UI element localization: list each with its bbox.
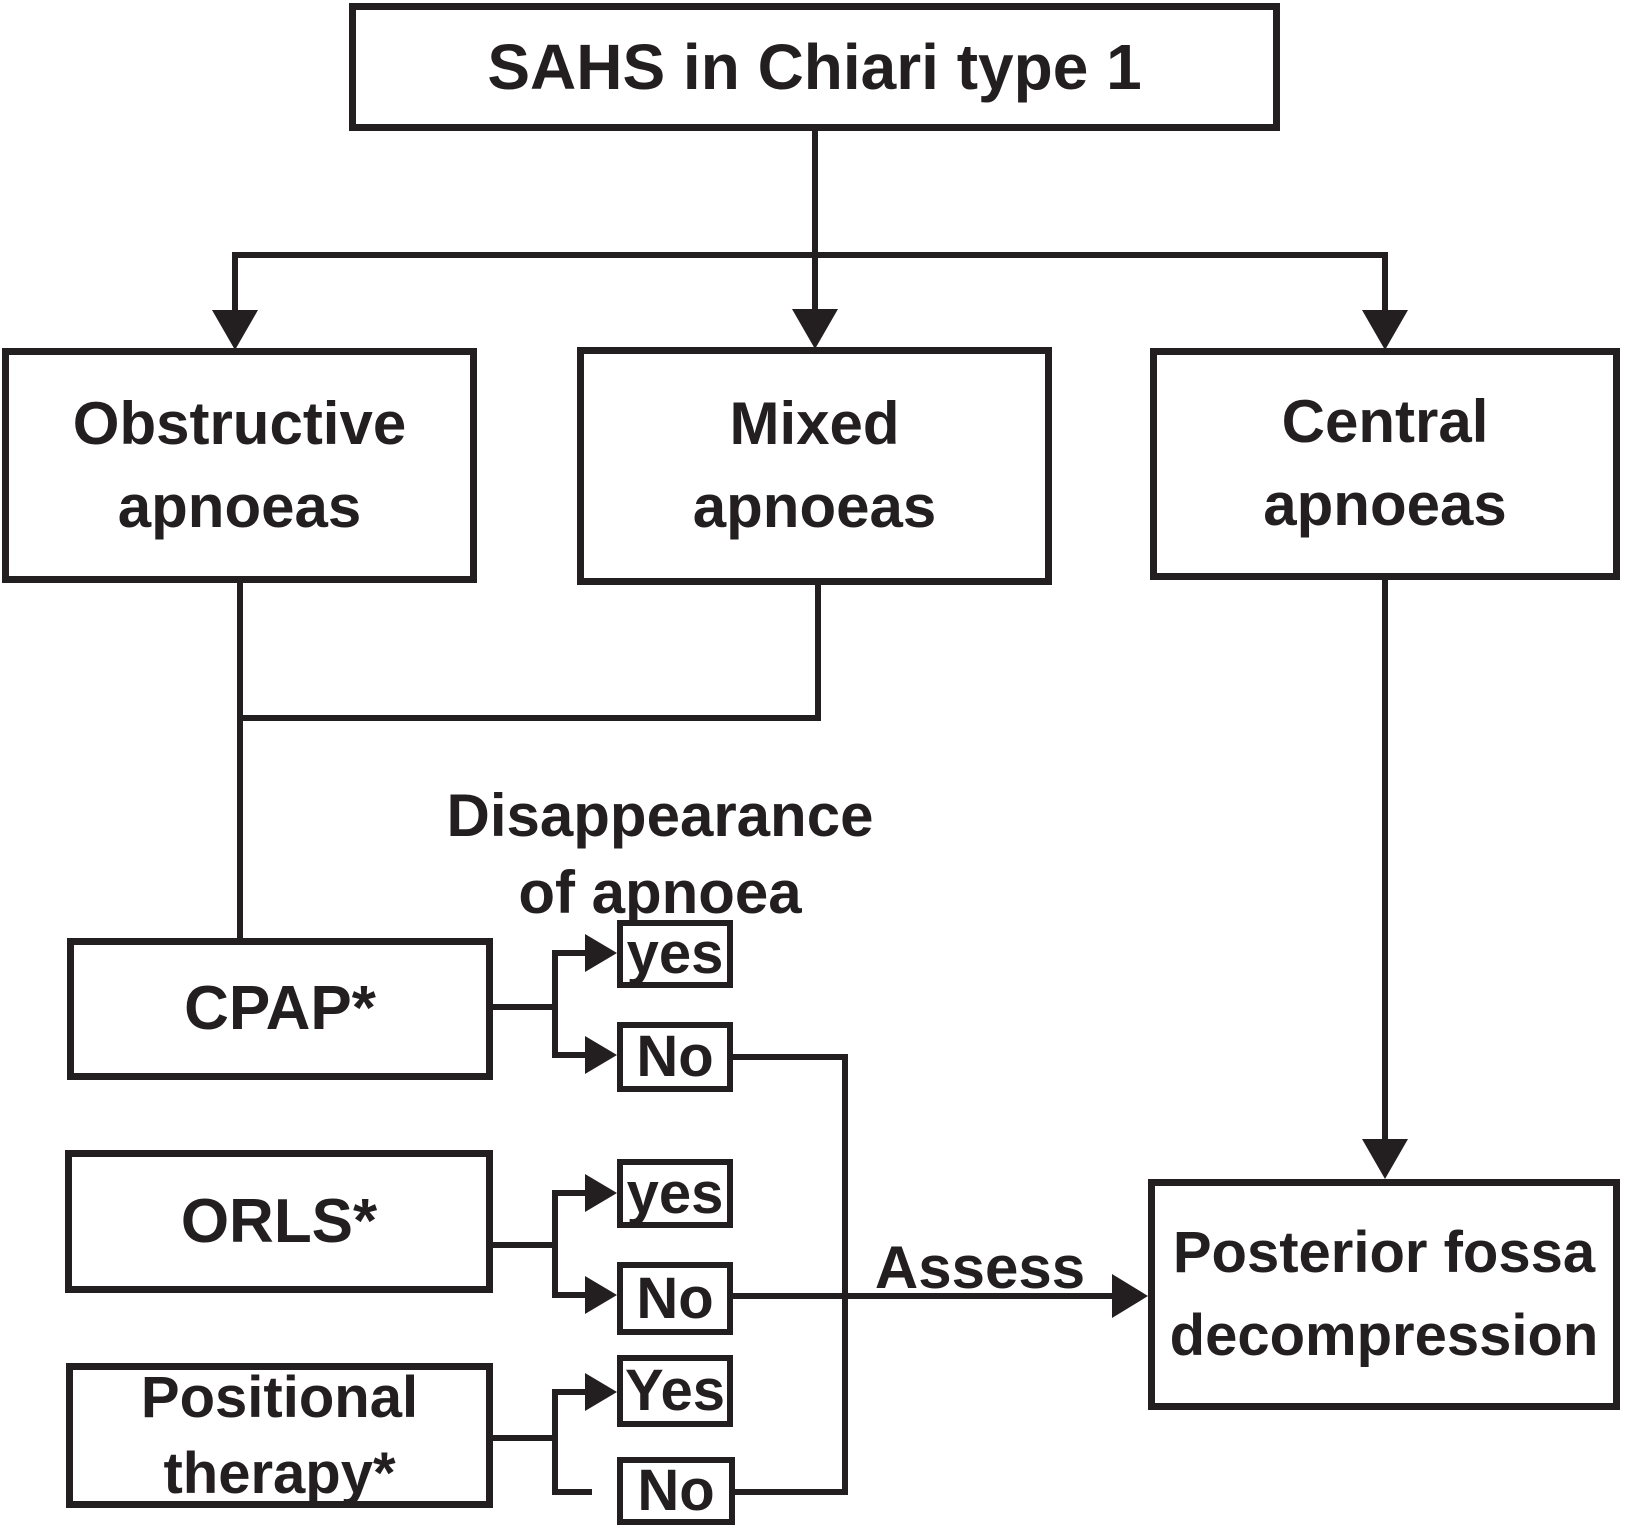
node-sahs-title: SAHS in Chiari type 1	[349, 3, 1280, 131]
label-assess-text: Assess	[874, 1234, 1086, 1301]
connector-branch-right-drop	[1382, 252, 1388, 312]
node-obstructive-line1: Obstructive	[72, 389, 407, 457]
connector-cpap-out	[493, 1004, 558, 1010]
connector-positional-out	[493, 1435, 558, 1441]
node-mixed-line1: Mixed	[729, 390, 900, 458]
node-positional-no-label: No	[637, 1458, 715, 1523]
connector-branch-horizontal	[232, 252, 1388, 258]
connector-positional-to-yes	[552, 1389, 585, 1395]
node-orls-yes: yes	[617, 1159, 733, 1228]
node-cpap: CPAP*	[67, 938, 493, 1080]
node-positional-line1: Positional	[140, 1365, 419, 1431]
connector-title-down	[812, 131, 818, 255]
connector-cpapno-right	[733, 1054, 848, 1060]
node-orls-label: ORLS*	[180, 1186, 378, 1256]
connector-positional-to-no	[552, 1489, 592, 1495]
node-sahs-title-label: SAHS in Chiari type 1	[487, 30, 1142, 103]
node-orls-yes-label: yes	[626, 1160, 724, 1226]
node-central-line1: Central	[1281, 388, 1489, 456]
connector-cpap-split	[552, 950, 558, 1058]
connector-central-down	[1382, 580, 1388, 1139]
node-cpap-no: No	[617, 1022, 733, 1092]
node-mixed-line2: apnoeas	[692, 473, 937, 540]
arrowhead-into-orls-no	[585, 1276, 617, 1314]
arrowhead-into-posterior-left	[1112, 1274, 1148, 1318]
node-cpap-yes: yes	[617, 920, 733, 988]
node-positional-yes: Yes	[617, 1355, 733, 1427]
node-positional-line2: therapy*	[163, 1440, 396, 1506]
connector-assess	[733, 1293, 1115, 1299]
node-cpap-no-label: No	[636, 1024, 714, 1089]
connector-branch-left-drop	[232, 252, 238, 312]
connector-cpap-to-no	[552, 1052, 585, 1058]
node-posterior-fossa-decompression: Posterior fossa decompression	[1148, 1179, 1620, 1410]
connector-positionalno-right	[735, 1489, 848, 1495]
arrowhead-into-positional-yes	[585, 1373, 617, 1411]
node-obstructive-apnoeas: Obstructive apnoeas	[2, 348, 477, 583]
connector-orls-out	[493, 1242, 558, 1248]
node-central-line2: apnoeas	[1263, 471, 1507, 538]
connector-orls-to-yes	[552, 1190, 585, 1196]
connector-positional-split	[552, 1389, 558, 1495]
node-orls-no-label: No	[636, 1265, 714, 1331]
connector-mixed-down	[815, 585, 821, 721]
arrowhead-into-cpap-no	[585, 1036, 617, 1074]
node-cpap-yes-label: yes	[626, 921, 724, 986]
connector-no-trunk	[842, 1054, 848, 1495]
node-mixed-apnoeas: Mixed apnoeas	[577, 347, 1052, 585]
connector-obstructive-down	[237, 583, 243, 721]
arrowhead-into-cpap-yes	[585, 934, 617, 972]
connector-join-to-cpap	[237, 715, 243, 938]
label-assess: Assess	[860, 1230, 1100, 1307]
connector-cpap-to-yes	[552, 950, 585, 956]
connector-branch-mid-drop	[812, 252, 818, 311]
node-posterior-line2: decompression	[1169, 1302, 1599, 1368]
node-orls: ORLS*	[65, 1150, 493, 1293]
node-central-apnoeas: Central apnoeas	[1150, 348, 1620, 580]
node-positional-therapy: Positional therapy*	[66, 1363, 493, 1508]
label-disappearance-line1: Disappearance	[446, 782, 874, 849]
node-obstructive-line2: apnoeas	[117, 472, 362, 540]
arrowhead-into-posterior-top	[1362, 1139, 1408, 1179]
node-orls-no: No	[617, 1262, 733, 1335]
connector-orls-split	[552, 1190, 558, 1298]
arrowhead-into-orls-yes	[585, 1174, 617, 1212]
connector-orls-to-no	[552, 1292, 585, 1298]
node-posterior-line1: Posterior fossa	[1172, 1220, 1596, 1286]
label-disappearance-line2: of apnoea	[518, 858, 802, 926]
node-cpap-label: CPAP*	[184, 974, 376, 1044]
arrowhead-into-obstructive	[212, 310, 258, 350]
node-positional-no: No	[617, 1457, 735, 1525]
arrowhead-into-central	[1362, 310, 1408, 350]
arrowhead-into-mixed	[792, 309, 838, 349]
node-positional-yes-label: Yes	[625, 1358, 725, 1423]
connector-join-horizontal	[237, 715, 821, 721]
label-disappearance-of-apnoea: Disappearance of apnoea	[430, 778, 890, 932]
